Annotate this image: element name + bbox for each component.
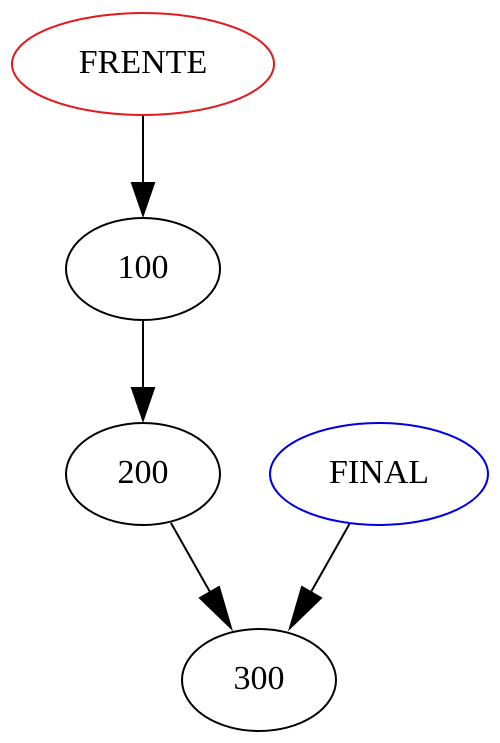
edge-frente-to-100 (130, 115, 156, 219)
node-frente: FRENTE (11, 12, 275, 116)
edge-200-to-300 (170, 522, 234, 632)
arrowhead-icon (130, 182, 156, 219)
node-final: FINAL (269, 422, 489, 526)
edge-100-to-200 (130, 320, 156, 424)
node-200-ellipse (65, 422, 221, 526)
node-final-label: FINAL (329, 454, 429, 491)
node-100: 100 (65, 217, 221, 321)
node-300-ellipse (181, 628, 337, 732)
node-200: 200 (65, 422, 221, 526)
arrowhead-icon (287, 585, 323, 632)
node-300-label: 300 (234, 660, 285, 697)
node-frente-label: FRENTE (79, 44, 207, 81)
edge-final-to-300 (287, 522, 351, 632)
node-200-label: 200 (118, 454, 169, 491)
node-final-ellipse (269, 422, 489, 526)
node-frente-ellipse (11, 12, 275, 116)
node-100-label: 100 (118, 249, 169, 286)
node-300: 300 (181, 628, 337, 732)
arrowhead-icon (130, 387, 156, 424)
node-100-ellipse (65, 217, 221, 321)
arrowhead-icon (198, 585, 234, 632)
